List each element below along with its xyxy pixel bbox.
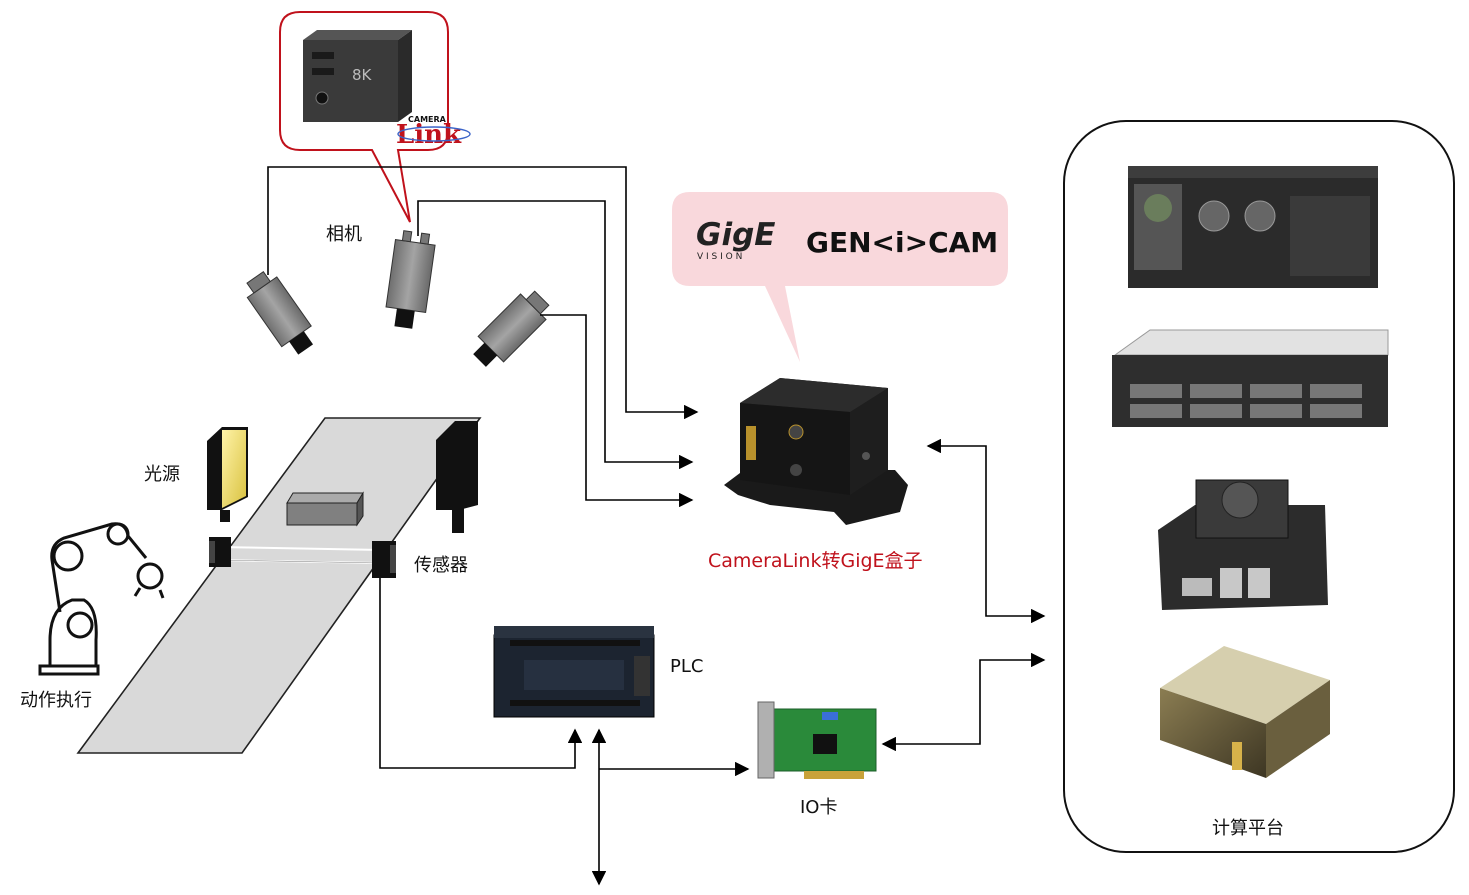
- light-source-right: [436, 421, 478, 533]
- connection-wires: [267, 166, 1046, 886]
- sensor-left: [209, 537, 231, 567]
- cameralink-logo: CAMERA Link: [396, 115, 471, 150]
- computing-platform-label: 计算平台: [1212, 818, 1284, 839]
- camera-left: [246, 270, 314, 355]
- cameralink-camera-callout: 8K CAMERA Link: [279, 11, 471, 223]
- line-scan-camera-photo: 8K: [303, 30, 412, 122]
- protocol-bubble: GigE V I S I O N GEN<i>CAM: [672, 192, 1008, 362]
- sensor-label: 传感器: [414, 555, 468, 576]
- camera-right: [473, 290, 550, 367]
- sensor-right: [372, 541, 396, 578]
- embedded-ai-board-photo: [1158, 479, 1328, 610]
- gold-compute-box-photo: [1160, 646, 1330, 778]
- gige-vision-text: V I S I O N: [697, 252, 742, 262]
- camera-label: 相机: [326, 224, 362, 245]
- camera-model-text: 8K: [352, 66, 373, 84]
- industrial-pc-photo: [1128, 166, 1378, 288]
- light-label: 光源: [144, 464, 180, 485]
- workpiece-box: [286, 491, 364, 527]
- rack-server-photo: [1112, 329, 1389, 427]
- genicam-logo: GEN<i>CAM: [806, 226, 998, 259]
- io-card-label: IO卡: [800, 797, 837, 818]
- plc-label: PLC: [670, 656, 703, 677]
- converter-label: CameraLink转GigE盒子: [708, 550, 923, 572]
- robot-arm-icon: [38, 522, 165, 676]
- light-source-left: [207, 427, 248, 522]
- plc-device-photo: [493, 626, 655, 718]
- gige-logo: GigE: [696, 217, 775, 253]
- cameralink-gige-converter-photo: [724, 378, 908, 525]
- camera-center: [385, 230, 436, 329]
- cameralink-logo-main: Link: [396, 120, 462, 150]
- io-card-photo: [757, 701, 877, 779]
- robot-label: 动作执行: [20, 690, 92, 711]
- cameralink-logo-top: CAMERA: [408, 115, 447, 124]
- conveyor-belt: [76, 417, 482, 754]
